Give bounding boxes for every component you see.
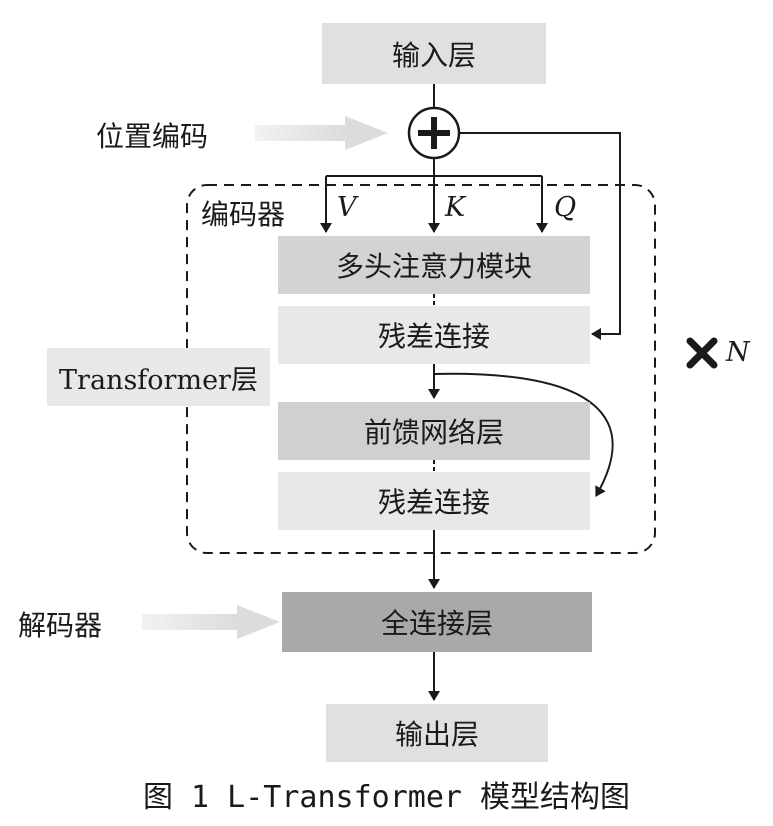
multihead-attention-box: 多头注意力模块 bbox=[278, 236, 590, 294]
figure-caption: 图 1 L-Transformer 模型结构图 bbox=[0, 772, 773, 816]
positional-encoding-label: 位置编码 bbox=[96, 120, 209, 153]
skip-connection-1 bbox=[459, 132, 621, 340]
transformer-layer-label: Transformer层 bbox=[47, 348, 270, 406]
caption-prefix: 图 1 L-Transformer bbox=[142, 780, 481, 815]
decoder-arrow bbox=[142, 605, 280, 639]
caption-suffix: 模型结构图 bbox=[480, 780, 631, 815]
decoder-label: 解码器 bbox=[18, 609, 103, 642]
output-layer-box: 输出层 bbox=[326, 704, 548, 762]
feedforward-layer-box: 前馈网络层 bbox=[278, 402, 590, 460]
input-layer-box: 输入层 bbox=[322, 23, 546, 84]
encoder-region bbox=[186, 184, 656, 554]
encoder-label: 编码器 bbox=[201, 198, 286, 231]
v-label: V bbox=[337, 192, 357, 223]
positional-encoding-arrow bbox=[255, 116, 388, 150]
multiply-x-icon bbox=[686, 337, 718, 369]
skip-connection-2 bbox=[433, 372, 614, 497]
circle-plus-icon bbox=[407, 106, 461, 160]
fully-connected-layer-box: 全连接层 bbox=[282, 592, 592, 652]
q-label: Q bbox=[554, 192, 577, 223]
residual-connection-1-box: 残差连接 bbox=[278, 306, 590, 364]
residual-connection-2-box: 残差连接 bbox=[278, 472, 590, 530]
k-label: K bbox=[445, 192, 466, 223]
repeat-n-label: N bbox=[726, 337, 750, 368]
